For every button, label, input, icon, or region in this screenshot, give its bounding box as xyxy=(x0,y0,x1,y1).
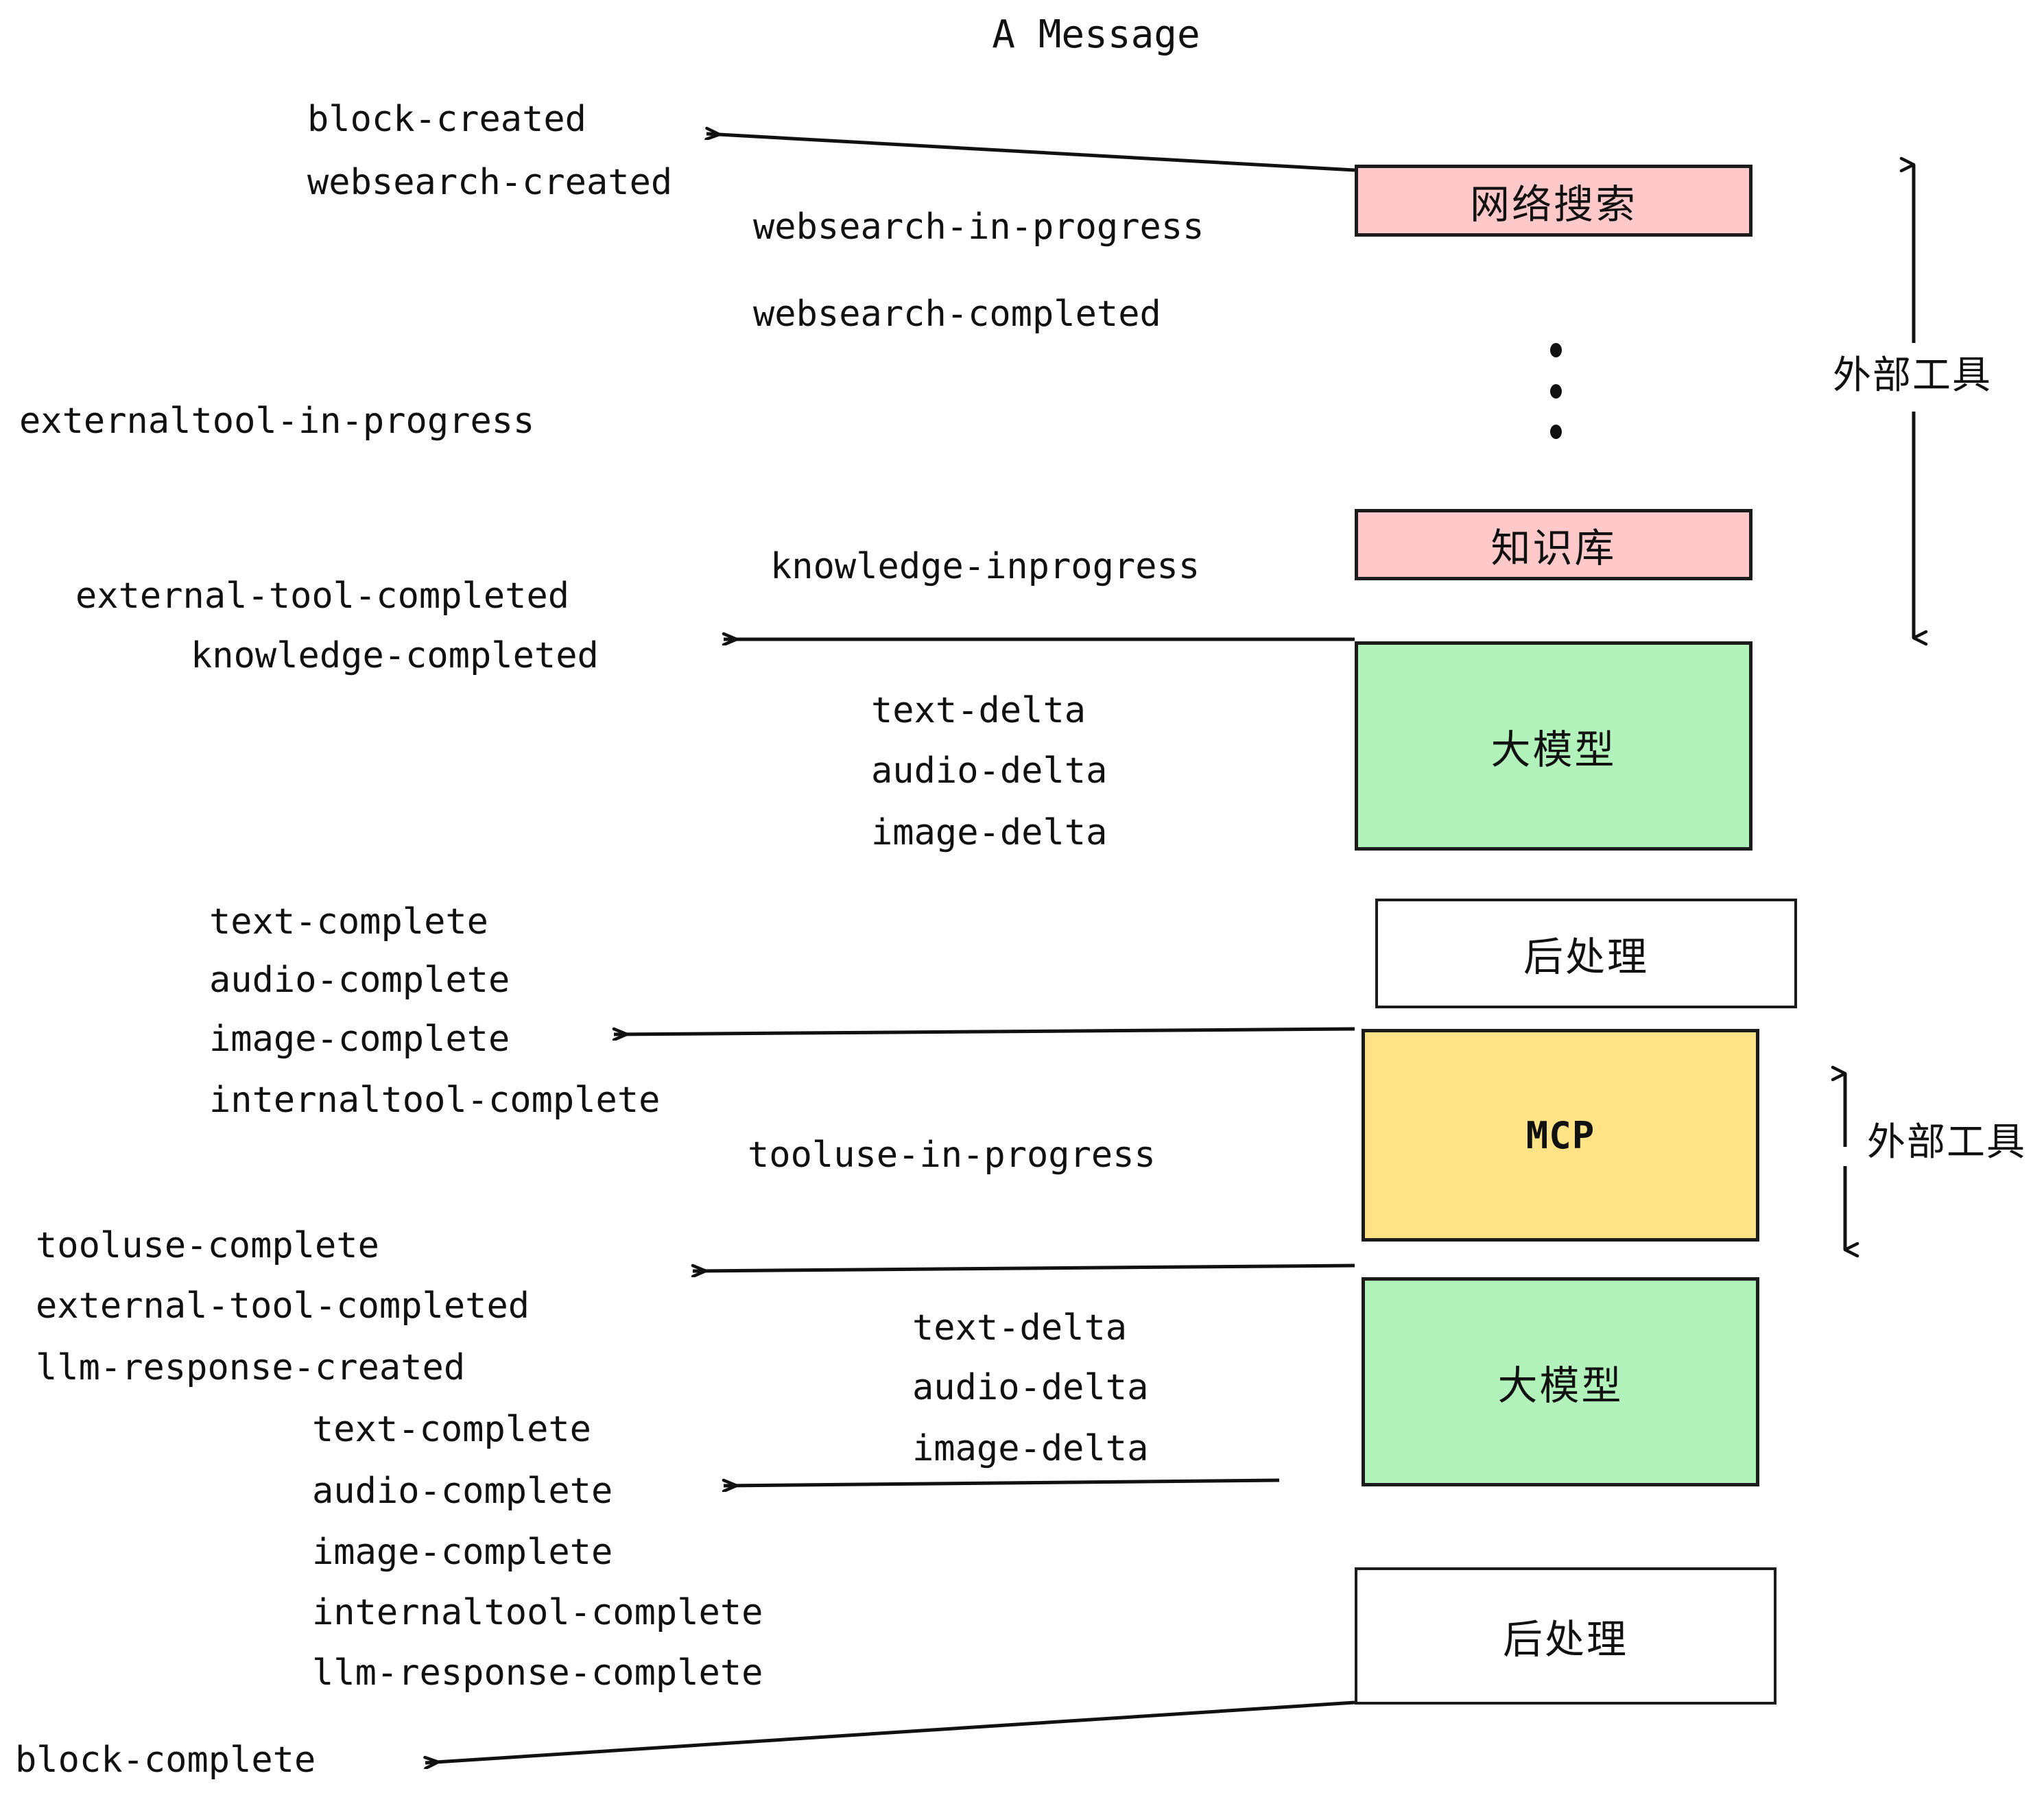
node-post-top: 后处理 xyxy=(1375,899,1797,1008)
event-image-complete-1: image-complete xyxy=(209,1019,510,1060)
event-audio-complete-1: audio-complete xyxy=(209,960,510,1001)
event-text-complete-2: text-complete xyxy=(312,1409,591,1450)
dot-1 xyxy=(1549,343,1562,357)
event-image-delta-1: image-delta xyxy=(871,812,1108,853)
arrow-post-top-to-image-complete xyxy=(614,1027,1355,1034)
event-llm-response-complete: llm-response-complete xyxy=(312,1652,763,1694)
event-text-delta-2: text-delta xyxy=(912,1307,1128,1349)
node-websearch-label: 网络搜索 xyxy=(1469,180,1637,228)
arrow-websearch-to-created xyxy=(706,134,1355,172)
node-post-top-label: 后处理 xyxy=(1523,934,1649,980)
event-block-created: block-created xyxy=(307,99,586,140)
event-external-tool-completed-2: external-tool-completed xyxy=(36,1285,530,1327)
event-externaltool-in-progress: externaltool-in-progress xyxy=(19,401,535,442)
node-knowledge-label: 知识库 xyxy=(1490,525,1617,571)
arrow-post-bottom-to-block-complete xyxy=(425,1700,1355,1763)
node-mcp-label: MCP xyxy=(1525,1113,1595,1157)
node-post-bottom: 后处理 xyxy=(1355,1567,1776,1705)
event-internaltool-complete-2: internaltool-complete xyxy=(312,1592,763,1633)
event-llm-response-created: llm-response-created xyxy=(36,1347,466,1388)
event-text-complete-1: text-complete xyxy=(209,901,488,942)
node-websearch: 网络搜索 xyxy=(1355,165,1752,237)
side-label-external-tools-top: 外部工具 xyxy=(1833,353,1992,398)
event-image-delta-2: image-delta xyxy=(912,1428,1149,1469)
event-text-delta-1: text-delta xyxy=(871,690,1086,731)
node-llm-top-label: 大模型 xyxy=(1490,726,1617,773)
event-audio-delta-1: audio-delta xyxy=(871,750,1108,792)
event-knowledge-inprogress: knowledge-inprogress xyxy=(770,546,1200,587)
event-websearch-created: websearch-created xyxy=(307,162,673,203)
node-knowledge: 知识库 xyxy=(1355,509,1752,580)
ellipsis-dots xyxy=(1549,343,1562,439)
event-tooluse-in-progress: tooluse-in-progress xyxy=(748,1135,1156,1176)
event-knowledge-completed: knowledge-completed xyxy=(191,635,599,676)
dot-2 xyxy=(1549,383,1562,399)
event-audio-delta-2: audio-delta xyxy=(912,1367,1149,1408)
side-label-external-tools-bottom: 外部工具 xyxy=(1867,1120,2026,1165)
arrow-llm-bottom-to-audio-complete xyxy=(724,1478,1280,1486)
node-llm-bottom-label: 大模型 xyxy=(1497,1362,1624,1409)
node-mcp: MCP xyxy=(1362,1029,1759,1242)
event-image-complete-2: image-complete xyxy=(312,1532,613,1573)
event-audio-complete-2: audio-complete xyxy=(312,1471,613,1512)
event-internaltool-complete-1: internaltool-complete xyxy=(209,1080,661,1121)
dot-3 xyxy=(1549,425,1562,439)
event-block-complete: block-complete xyxy=(15,1740,316,1781)
node-llm-top: 大模型 xyxy=(1355,641,1752,851)
page-title: A Message xyxy=(992,12,1200,57)
arrow-mcp-to-tooluse-complete xyxy=(693,1263,1355,1271)
event-websearch-in-progress: websearch-in-progress xyxy=(753,206,1204,248)
event-tooluse-complete: tooluse-complete xyxy=(36,1225,379,1266)
node-post-bottom-label: 后处理 xyxy=(1502,1616,1628,1663)
event-external-tool-completed-1: external-tool-completed xyxy=(75,575,570,617)
node-llm-bottom: 大模型 xyxy=(1362,1277,1759,1486)
event-websearch-completed: websearch-completed xyxy=(753,294,1161,335)
